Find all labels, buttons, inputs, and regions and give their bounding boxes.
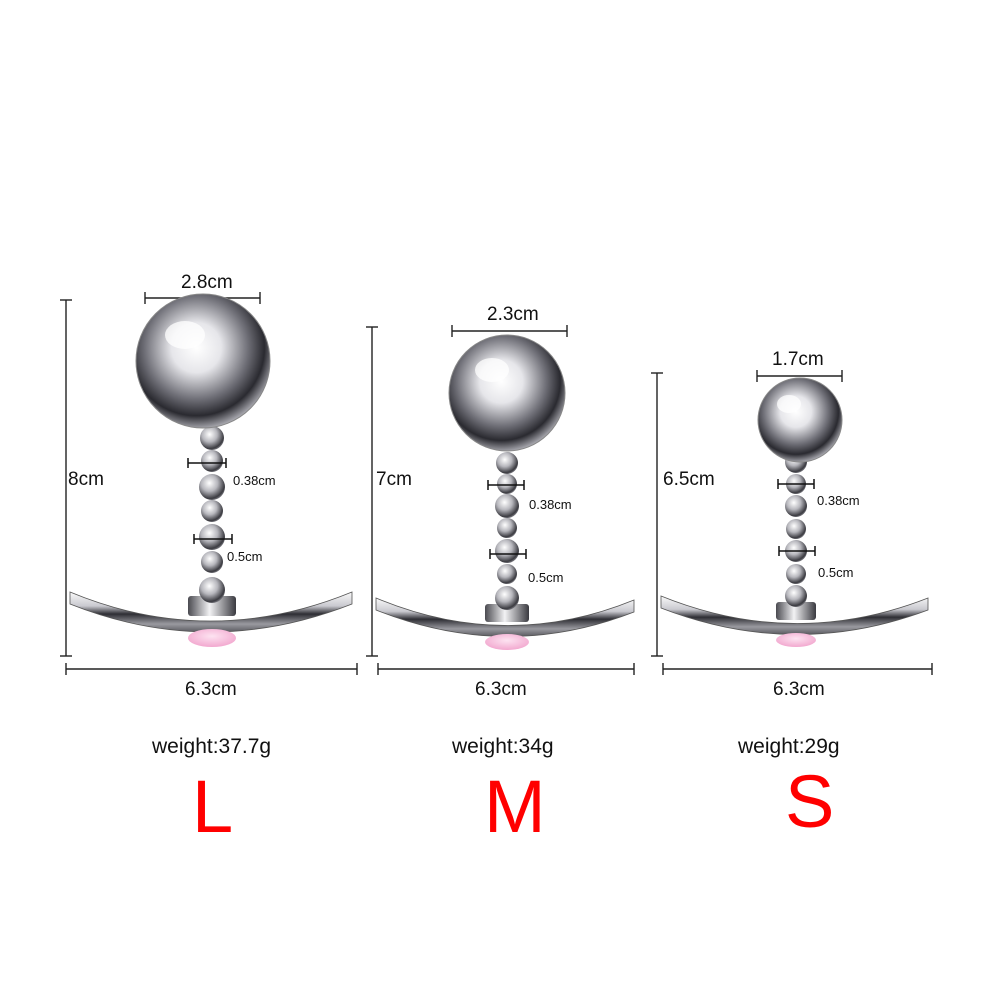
S-base-width-label: 6.3cm [773,679,825,700]
t-bar-base [69,591,353,633]
S-top-width-label: 1.7cm [772,349,824,370]
pink-gem [776,633,816,647]
L-bead-large-label: 0.5cm [227,549,263,564]
L-bead-small-label: 0.38cm [233,473,276,488]
M-top-width-label: 2.3cm [487,304,539,325]
neck-collar [776,602,816,620]
metal-ball [448,334,566,452]
S-weight-label: weight:29g [738,735,840,758]
pink-gem [188,629,236,647]
bead-chain [199,426,225,603]
product-S-illustration [651,370,933,675]
M-height-label: 7cm [376,469,412,490]
product-M-illustration [366,325,635,675]
metal-ball [757,377,843,463]
base-width-dimension-line [65,663,358,675]
top-width-dimension-line [451,325,568,337]
height-dimension-line [651,372,663,657]
bead-chain [495,452,519,610]
S-height-label: 6.5cm [663,469,715,490]
S-bead-large-label: 0.5cm [818,565,854,580]
S-size-letter: S [785,760,835,843]
base-width-dimension-line [662,663,933,675]
L-base-width-label: 6.3cm [185,679,237,700]
L-size-letter: L [192,765,234,848]
bead-measure-ticks [187,458,233,544]
height-dimension-line [60,299,72,657]
height-dimension-line [366,326,378,657]
M-size-letter: M [484,765,546,848]
M-base-width-label: 6.3cm [475,679,527,700]
product-L-illustration [60,292,358,675]
bead-measure-ticks [777,479,816,556]
S-bead-small-label: 0.38cm [817,493,860,508]
t-bar-base [660,595,929,635]
metal-ball [135,293,271,429]
M-bead-small-label: 0.38cm [529,497,572,512]
M-bead-large-label: 0.5cm [528,570,564,585]
L-height-label: 8cm [68,469,104,490]
L-weight-label: weight:37.7g [152,735,272,758]
neck-collar [485,604,529,622]
bead-chain [785,451,807,607]
bead-measure-ticks [487,480,527,559]
M-weight-label: weight:34g [452,735,554,758]
L-top-width-label: 2.8cm [181,272,233,293]
pink-gem [485,634,529,650]
top-width-dimension-line [756,370,843,382]
base-width-dimension-line [377,663,635,675]
neck-collar [188,596,236,616]
t-bar-base [375,597,635,637]
